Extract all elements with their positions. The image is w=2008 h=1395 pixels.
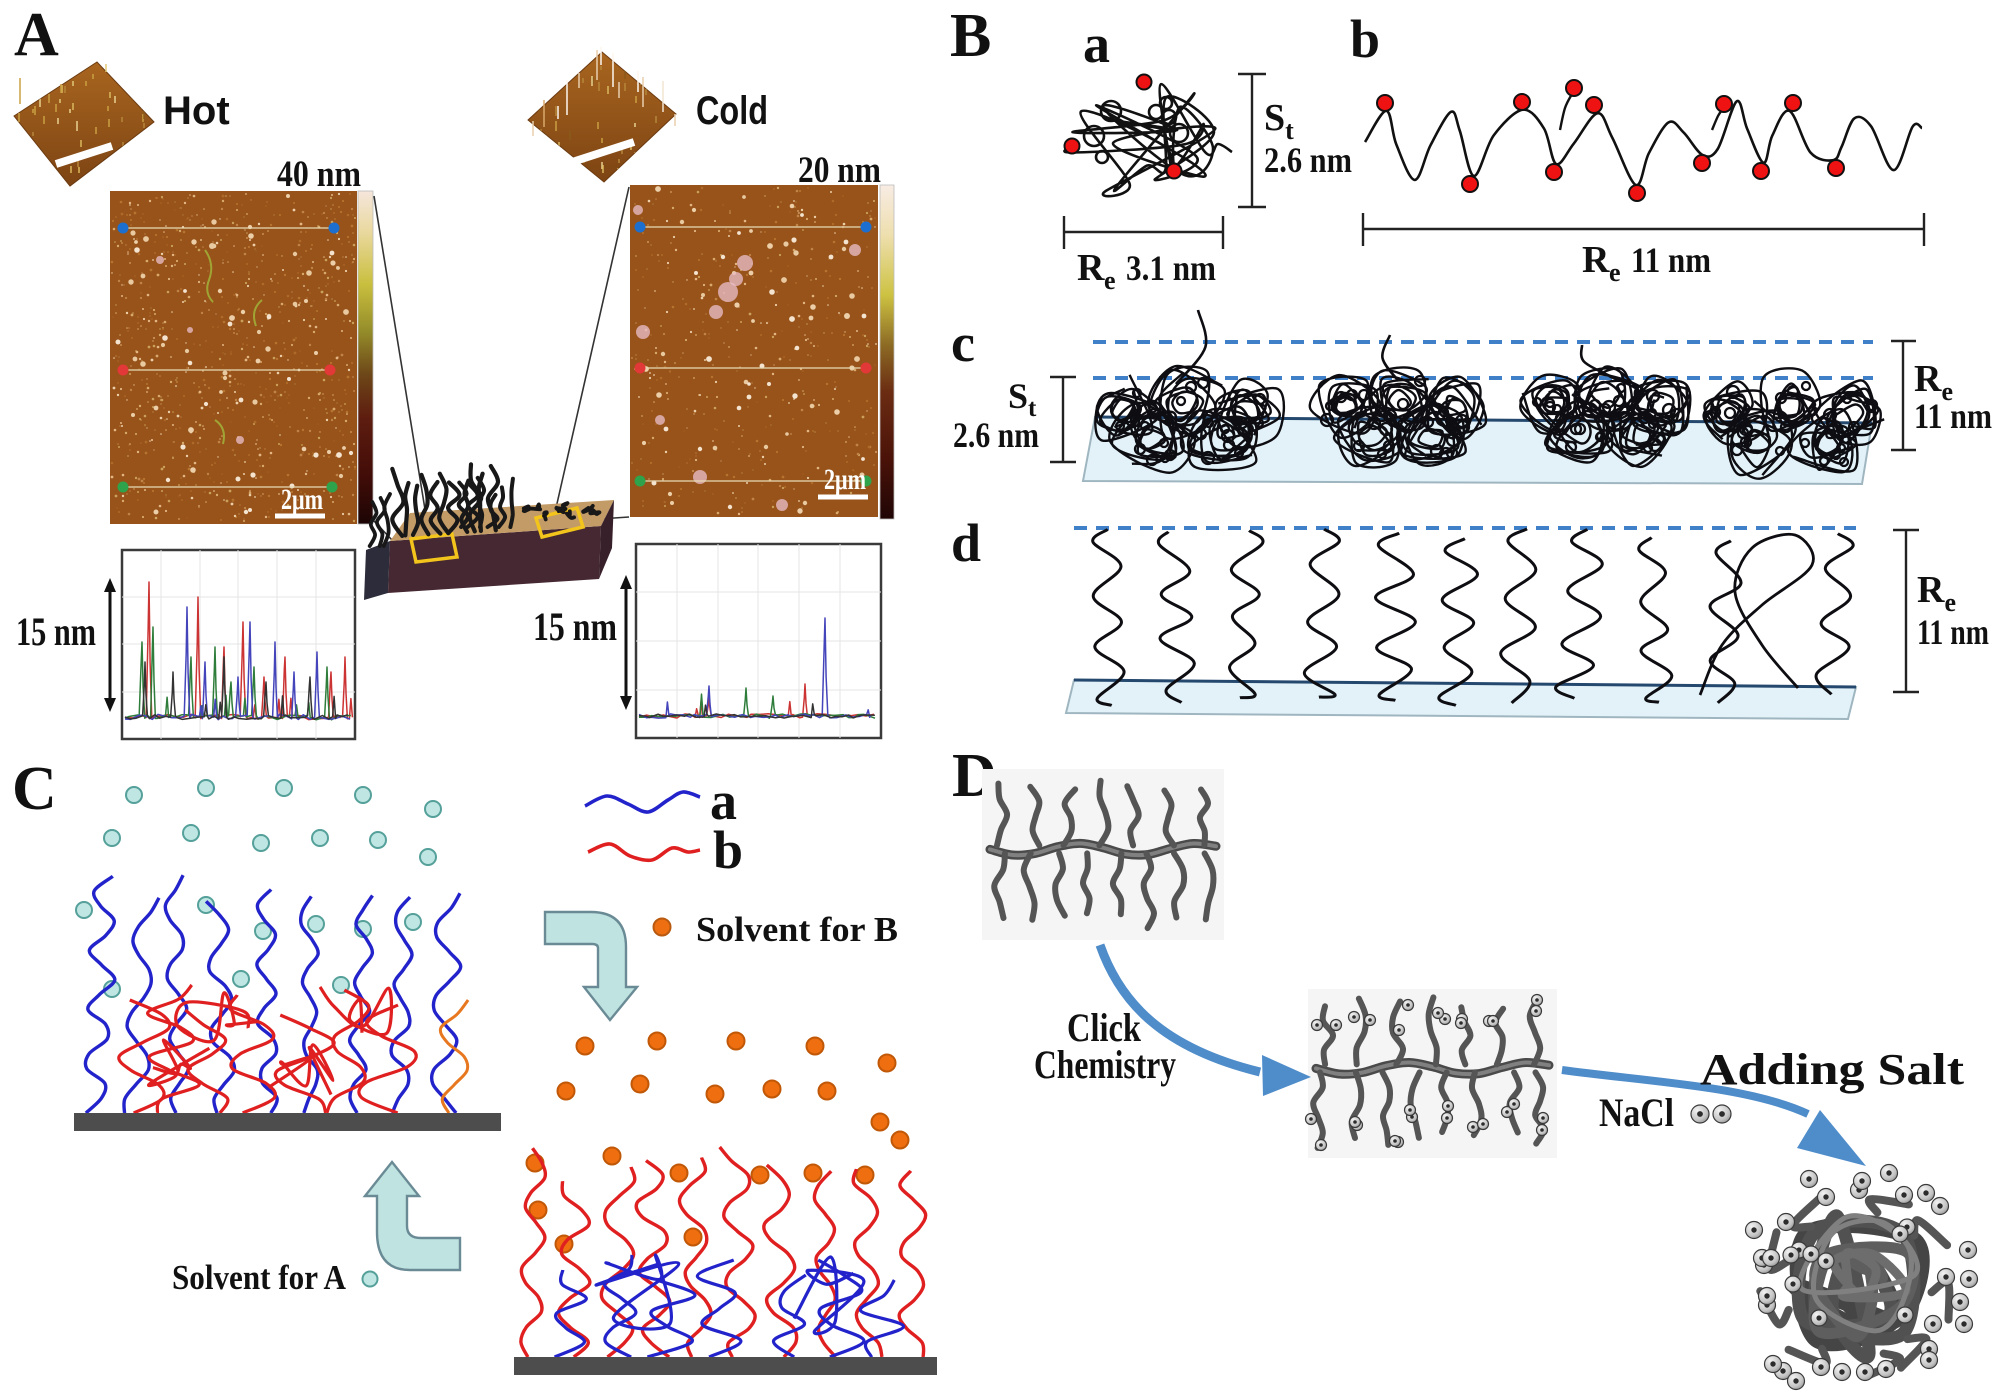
svg-text:15 nm: 15 nm xyxy=(16,609,96,654)
svg-text:15 nm: 15 nm xyxy=(533,604,617,649)
svg-text:d: d xyxy=(951,513,981,573)
svg-text:a: a xyxy=(710,771,737,831)
svg-text:Solvent for B: Solvent for B xyxy=(696,910,898,949)
svg-text:c: c xyxy=(951,313,975,373)
svg-text:2.6 nm: 2.6 nm xyxy=(1264,140,1352,180)
svg-text:NaCl: NaCl xyxy=(1599,1090,1674,1135)
svg-text:Cold: Cold xyxy=(696,89,768,133)
svg-text:e: e xyxy=(1609,258,1621,287)
svg-text:11 nm: 11 nm xyxy=(1631,240,1711,280)
svg-text:2.6 nm: 2.6 nm xyxy=(953,415,1039,455)
svg-text:2μm: 2μm xyxy=(824,463,866,496)
svg-text:A: A xyxy=(14,1,59,69)
svg-text:Hot: Hot xyxy=(163,89,230,133)
svg-text:11 nm: 11 nm xyxy=(1917,612,1989,652)
svg-text:R: R xyxy=(1582,239,1610,281)
svg-text:20 nm: 20 nm xyxy=(798,150,881,191)
svg-text:11 nm: 11 nm xyxy=(1914,396,1992,436)
svg-text:St: St xyxy=(1264,97,1294,145)
svg-text:40 nm: 40 nm xyxy=(277,154,361,195)
svg-text:e: e xyxy=(1104,266,1116,295)
svg-text:3.1 nm: 3.1 nm xyxy=(1126,248,1216,288)
svg-text:2μm: 2μm xyxy=(281,483,323,516)
svg-text:b: b xyxy=(713,820,743,880)
svg-text:Chemistry: Chemistry xyxy=(1034,1042,1176,1087)
svg-text:a: a xyxy=(1083,14,1110,74)
svg-text:Re: Re xyxy=(1917,569,1956,617)
svg-text:R: R xyxy=(1077,247,1105,289)
svg-text:B: B xyxy=(950,2,991,70)
svg-text:Click: Click xyxy=(1067,1005,1142,1050)
svg-text:Adding Salt: Adding Salt xyxy=(1700,1045,1964,1094)
svg-text:Solvent for A: Solvent for A xyxy=(172,1258,347,1297)
svg-text:b: b xyxy=(1350,9,1380,69)
svg-text:C: C xyxy=(12,755,57,823)
